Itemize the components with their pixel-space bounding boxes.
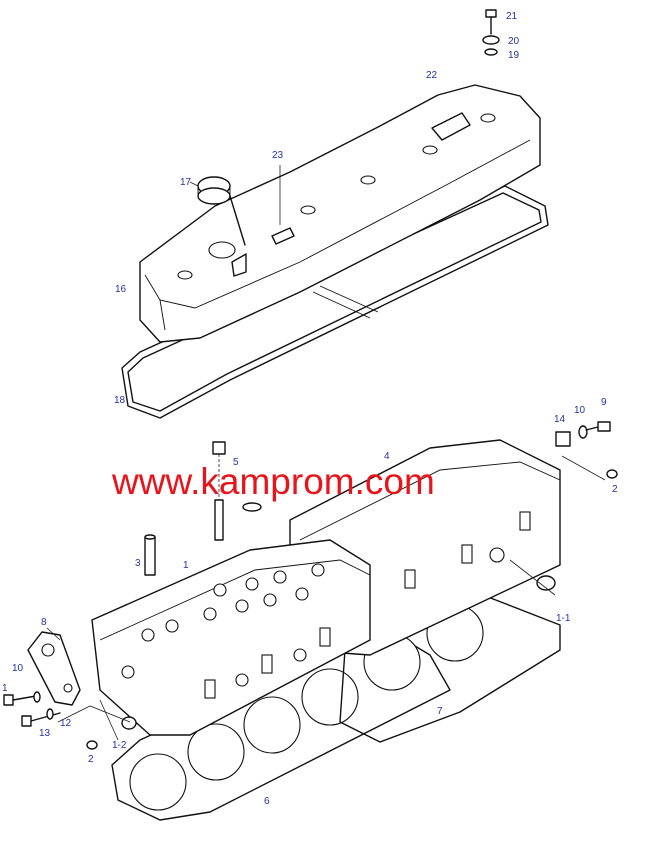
callout-6: 6 xyxy=(264,796,270,807)
head-gasket-front xyxy=(111,627,451,821)
callout-21: 21 xyxy=(506,11,518,22)
head-plug xyxy=(536,575,556,591)
callout-20: 20 xyxy=(508,36,520,47)
callout-4: 4 xyxy=(384,451,390,462)
washer xyxy=(242,502,262,512)
callout-10-lower: 10 xyxy=(12,663,24,674)
plug-rear xyxy=(606,469,618,479)
watermark-text: www.kamprom.com xyxy=(111,461,435,502)
cover-bolt-hole xyxy=(177,270,193,280)
small-label xyxy=(271,227,295,245)
bracket-bolt xyxy=(3,694,37,706)
callout-1: 1 xyxy=(183,560,189,571)
callout-labels: 21 20 19 22 23 17 16 18 9 14 10 4 5 2 3 … xyxy=(2,11,618,807)
callout-19: 19 xyxy=(508,50,520,61)
cover-bolt-hole xyxy=(300,205,316,215)
bracket-washer xyxy=(33,691,41,703)
head-bolt xyxy=(212,441,226,541)
leader-lines xyxy=(46,165,606,741)
callout-10-upper: 10 xyxy=(574,405,586,416)
head-stud xyxy=(144,534,156,576)
callout-1-1: 1-1 xyxy=(556,613,571,624)
cover-bolt-hole xyxy=(360,175,376,185)
callout-1-2: 1-2 xyxy=(112,740,127,751)
callout-13: 13 xyxy=(39,728,51,739)
head-plug-small xyxy=(121,716,137,730)
decal-plate xyxy=(431,112,471,141)
callout-18: 18 xyxy=(114,395,126,406)
callout-17: 17 xyxy=(180,177,192,188)
callout-1-lower: 1 xyxy=(2,683,8,694)
callout-8: 8 xyxy=(41,617,47,628)
callout-5: 5 xyxy=(233,457,239,468)
cover-bolt-hole xyxy=(480,113,496,123)
breather-bracket xyxy=(231,253,247,277)
cover-bolt-hole xyxy=(422,145,438,155)
callout-2-lower: 2 xyxy=(88,754,94,765)
callout-14: 14 xyxy=(554,414,566,425)
callout-2-upper: 2 xyxy=(612,484,618,495)
callout-9: 9 xyxy=(601,397,607,408)
lifting-bracket xyxy=(27,631,81,706)
banjo-fitting xyxy=(555,421,611,447)
oil-filler-cap xyxy=(197,176,246,246)
oil-filler-hole xyxy=(208,241,236,259)
callout-22: 22 xyxy=(426,70,438,81)
valve-cover xyxy=(139,84,541,343)
cover-bolt-assembly xyxy=(482,9,500,56)
bracket-bolt-long xyxy=(21,712,61,727)
plug-front xyxy=(86,740,98,750)
callout-7: 7 xyxy=(437,706,443,717)
callout-23: 23 xyxy=(272,150,284,161)
bracket-washer xyxy=(46,708,54,720)
cylinder-head-front xyxy=(91,539,371,736)
callout-12: 12 xyxy=(60,718,72,729)
callout-16: 16 xyxy=(115,284,127,295)
callout-3: 3 xyxy=(135,558,141,569)
